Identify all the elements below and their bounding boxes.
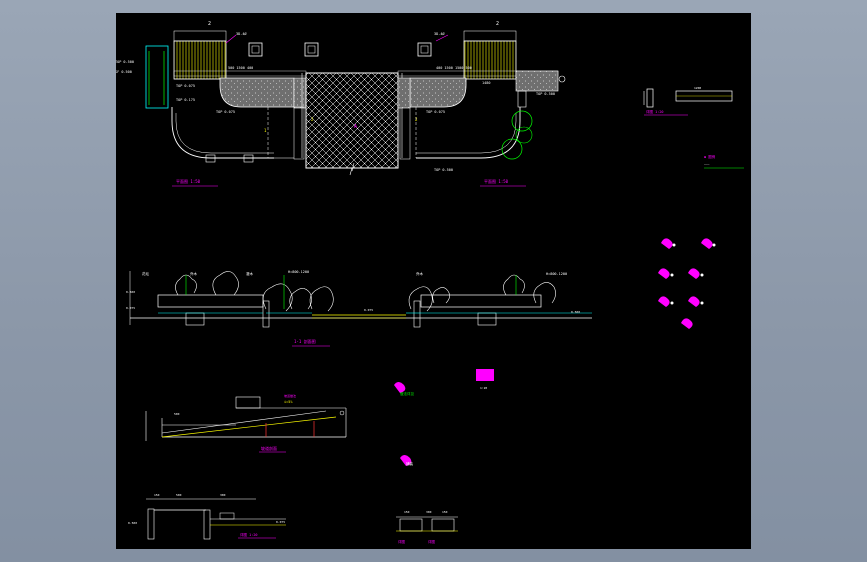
svg-text:1:20: 1:20 (480, 386, 487, 390)
svg-text:3D-4Ø: 3D-4Ø (434, 31, 445, 36)
plan-title-left: 平面图 1:50 (176, 178, 201, 184)
svg-text:500: 500 (176, 493, 182, 497)
svg-text:0.500: 0.500 (571, 310, 580, 314)
bottom-right-title-2: 详图 (428, 539, 436, 544)
notes-middle: 做法详见 1:20 铺装 (394, 369, 494, 466)
svg-text:0.075: 0.075 (276, 520, 285, 524)
ramp-dim: 500 (174, 412, 180, 416)
svg-text:150: 150 (404, 510, 410, 514)
svg-text:花坛: 花坛 (142, 271, 149, 276)
svg-text:详图 1:20: 详图 1:20 (646, 109, 664, 114)
drawing-canvas[interactable]: TOP 0.500 SF 0.500 2 3D-4Ø 500 1 500 400 … (116, 13, 751, 549)
ref-mark-right: 2 (496, 21, 499, 27)
drawing-sheet[interactable]: TOP 0.500 SF 0.500 2 3D-4Ø 500 1 500 400 … (116, 13, 751, 549)
bottom-section-right[interactable]: 150 300 150 详图 详图 (396, 510, 458, 544)
svg-text:TOP 0.500: TOP 0.500 (536, 92, 555, 96)
svg-text:TOP 0.500: TOP 0.500 (434, 168, 453, 172)
section-view[interactable]: 0.500 0.075 (126, 270, 592, 347)
svg-text:◆ 图例: ◆ 图例 (704, 154, 716, 159)
svg-text:0.075: 0.075 (126, 306, 135, 310)
plan-view[interactable]: TOP 0.500 SF 0.500 2 3D-4Ø 500 1500 400 … (116, 21, 566, 187)
svg-text:H=800-1200: H=800-1200 (288, 270, 309, 274)
svg-text:2: 2 (311, 117, 314, 122)
svg-text:1: 1 (264, 128, 267, 133)
svg-text:0.500: 0.500 (126, 290, 135, 294)
svg-text:150: 150 (154, 493, 160, 497)
dim-right: 1480 (482, 81, 490, 85)
svg-text:400 1500 1500 500: 400 1500 1500 500 (436, 66, 472, 70)
svg-text:TOP 0.500: TOP 0.500 (116, 60, 134, 64)
svg-text:TOP 0.075: TOP 0.075 (216, 110, 235, 114)
ref-mark-left: 2 (208, 21, 211, 27)
svg-text:铺装: 铺装 (406, 461, 414, 466)
svg-text:TOP 0.075: TOP 0.075 (176, 84, 195, 88)
svg-text:300: 300 (220, 493, 226, 497)
svg-text:———: ——— (704, 162, 710, 166)
svg-text:SF 0.500: SF 0.500 (116, 70, 132, 74)
ramp-title: 坡道剖面 (261, 445, 277, 451)
svg-text:H=800-1200: H=800-1200 (546, 272, 567, 276)
svg-text:做法详见: 做法详见 (400, 391, 414, 396)
svg-text:乔木: 乔木 (416, 271, 424, 276)
section-title: 1-1 剖面图 (294, 338, 316, 344)
svg-text:150: 150 (442, 510, 448, 514)
svg-text:3D-4Ø: 3D-4Ø (236, 31, 247, 36)
svg-text:坡道做法: 坡道做法 (284, 393, 296, 398)
svg-text:i=5%: i=5% (284, 400, 293, 404)
svg-text:TOP 0.175: TOP 0.175 (176, 98, 195, 102)
symbol-cluster-1: ◆ 图例 ——— (704, 154, 744, 169)
bottom-right-title-1: 详图 (398, 539, 406, 544)
svg-text:乔木: 乔木 (190, 271, 197, 276)
bottom-left-title: 详图 1:20 (240, 532, 258, 537)
plan-title-right: 平面图 1:50 (484, 178, 509, 184)
svg-text:1200: 1200 (694, 86, 701, 90)
svg-text:500 1500 400: 500 1500 400 (228, 66, 253, 70)
legend-blobs (658, 238, 716, 329)
svg-text:0.075: 0.075 (364, 308, 373, 312)
svg-text:300: 300 (426, 510, 432, 514)
bottom-section-left[interactable]: 150 500 300 0.500 0.075 详图 1:20 (128, 493, 286, 540)
mark-a: A (354, 124, 357, 130)
detail-small-top-right[interactable]: 1200 详图 1:20 (643, 86, 733, 116)
svg-text:TOP 0.075: TOP 0.075 (426, 110, 445, 114)
svg-text:0.500: 0.500 (128, 521, 137, 525)
ramp-section[interactable]: 500 i=5% 坡道做法 坡道剖面 (145, 393, 347, 453)
svg-text:2: 2 (415, 117, 418, 122)
svg-text:灌木: 灌木 (246, 271, 253, 276)
